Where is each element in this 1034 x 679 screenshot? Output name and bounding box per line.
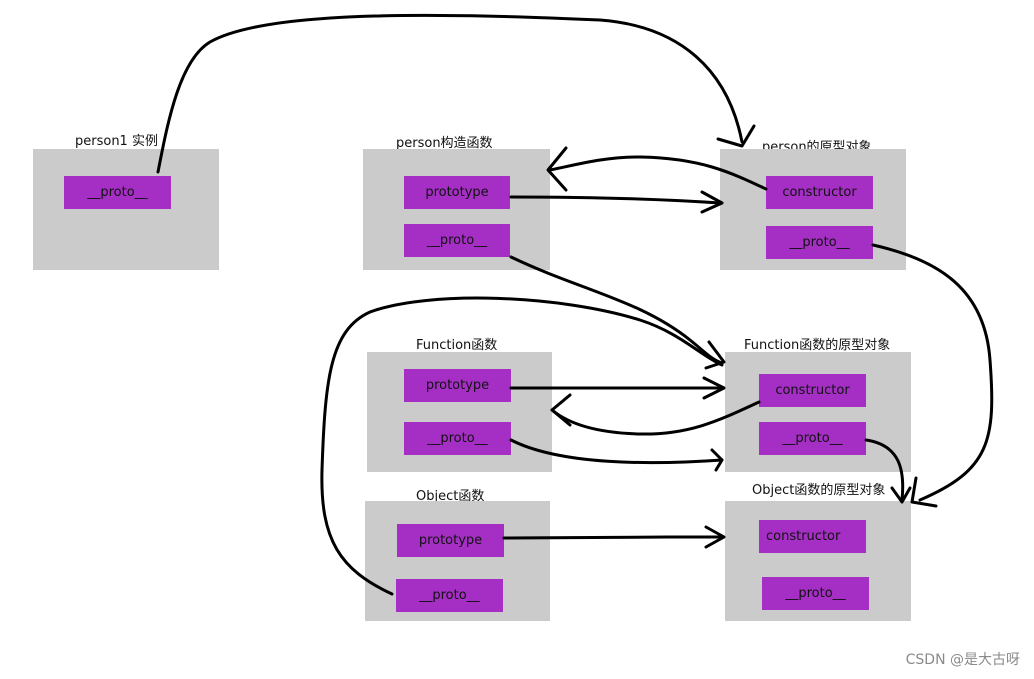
arrowhead-person-proto: [704, 340, 726, 370]
arrowhead-function-constructor: [550, 393, 572, 427]
function-proto-obj-title: Function函数的原型对象: [744, 338, 891, 353]
person-ctor-prototype-slot: prototype: [404, 176, 510, 209]
arrowhead-object-prototype: [704, 525, 726, 549]
person-proto-obj-constructor-slot: constructor: [766, 176, 873, 209]
function-ctor-proto-slot: __proto__: [404, 422, 511, 455]
arrowhead-person-constructor: [546, 146, 568, 192]
function-ctor-title: Function函数: [416, 338, 498, 353]
arrowhead-function-proto: [710, 448, 724, 472]
object-ctor-proto-slot: __proto__: [396, 579, 503, 612]
object-proto-obj-title: Object函数的原型对象: [752, 483, 886, 498]
object-proto-obj-constructor-slot: constructor: [759, 520, 866, 553]
arrowhead-person-prototype: [700, 190, 724, 214]
person-ctor-proto-slot: __proto__: [404, 224, 510, 257]
function-ctor-prototype-slot: prototype: [404, 369, 511, 402]
function-proto-obj-constructor-slot: constructor: [759, 374, 866, 407]
arrowhead-function-prototype: [702, 376, 726, 400]
object-ctor-prototype-slot: prototype: [397, 524, 504, 557]
function-proto-obj-proto-slot: __proto__: [759, 422, 866, 455]
person1-title: person1 实例: [75, 134, 158, 149]
object-proto-obj-proto-slot: __proto__: [762, 577, 869, 610]
arrowhead-person1-proto: [716, 124, 756, 148]
arrow-person-proto-to-function-proto-obj: [509, 255, 724, 365]
person-proto-obj-proto-slot: __proto__: [766, 226, 873, 259]
watermark: CSDN @是大古呀: [905, 652, 1020, 668]
person1-box: [33, 149, 219, 270]
arrowhead-function-proto-obj-proto: [890, 486, 912, 504]
arrowhead-person-proto-obj-proto: [910, 476, 938, 508]
person1-proto-slot: __proto__: [64, 176, 171, 209]
